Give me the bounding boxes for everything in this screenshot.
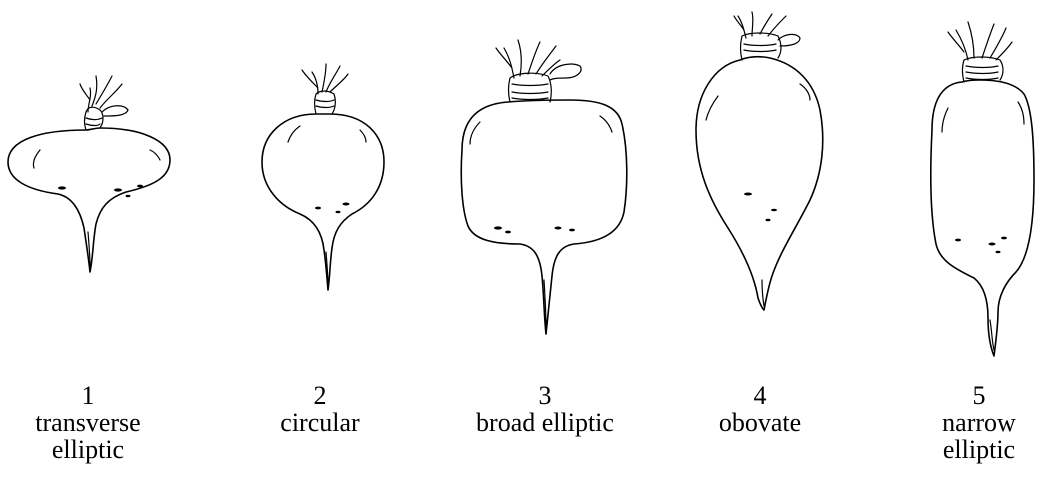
root-4-obovate-drawing <box>696 12 823 310</box>
root-1-number: 1 <box>8 382 168 409</box>
root-5-name-line-1: narrow <box>924 409 1034 436</box>
root-2-label: 2 circular <box>250 382 390 436</box>
root-4-label: 4 obovate <box>690 382 830 436</box>
root-1-name-line-2: elliptic <box>8 436 168 463</box>
root-3-name-line-1: broad elliptic <box>450 409 640 436</box>
root-3-broad-elliptic-drawing <box>461 40 627 334</box>
root-2-name-line-1: circular <box>250 409 390 436</box>
root-5-label: 5 narrow elliptic <box>924 382 1034 463</box>
root-2-circular-drawing <box>262 64 384 290</box>
root-5-narrow-elliptic-drawing <box>931 22 1034 356</box>
root-4-number: 4 <box>690 382 830 409</box>
root-1-label: 1 transverse elliptic <box>8 382 168 463</box>
root-5-number: 5 <box>924 382 1034 409</box>
root-1-name-line-1: transverse <box>8 409 168 436</box>
root-2-number: 2 <box>250 382 390 409</box>
root-4-name-line-1: obovate <box>690 409 830 436</box>
root-1-transverse-elliptic-drawing <box>8 76 170 272</box>
root-3-label: 3 broad elliptic <box>450 382 640 436</box>
root-5-name-line-2: elliptic <box>924 436 1034 463</box>
root-3-number: 3 <box>450 382 640 409</box>
